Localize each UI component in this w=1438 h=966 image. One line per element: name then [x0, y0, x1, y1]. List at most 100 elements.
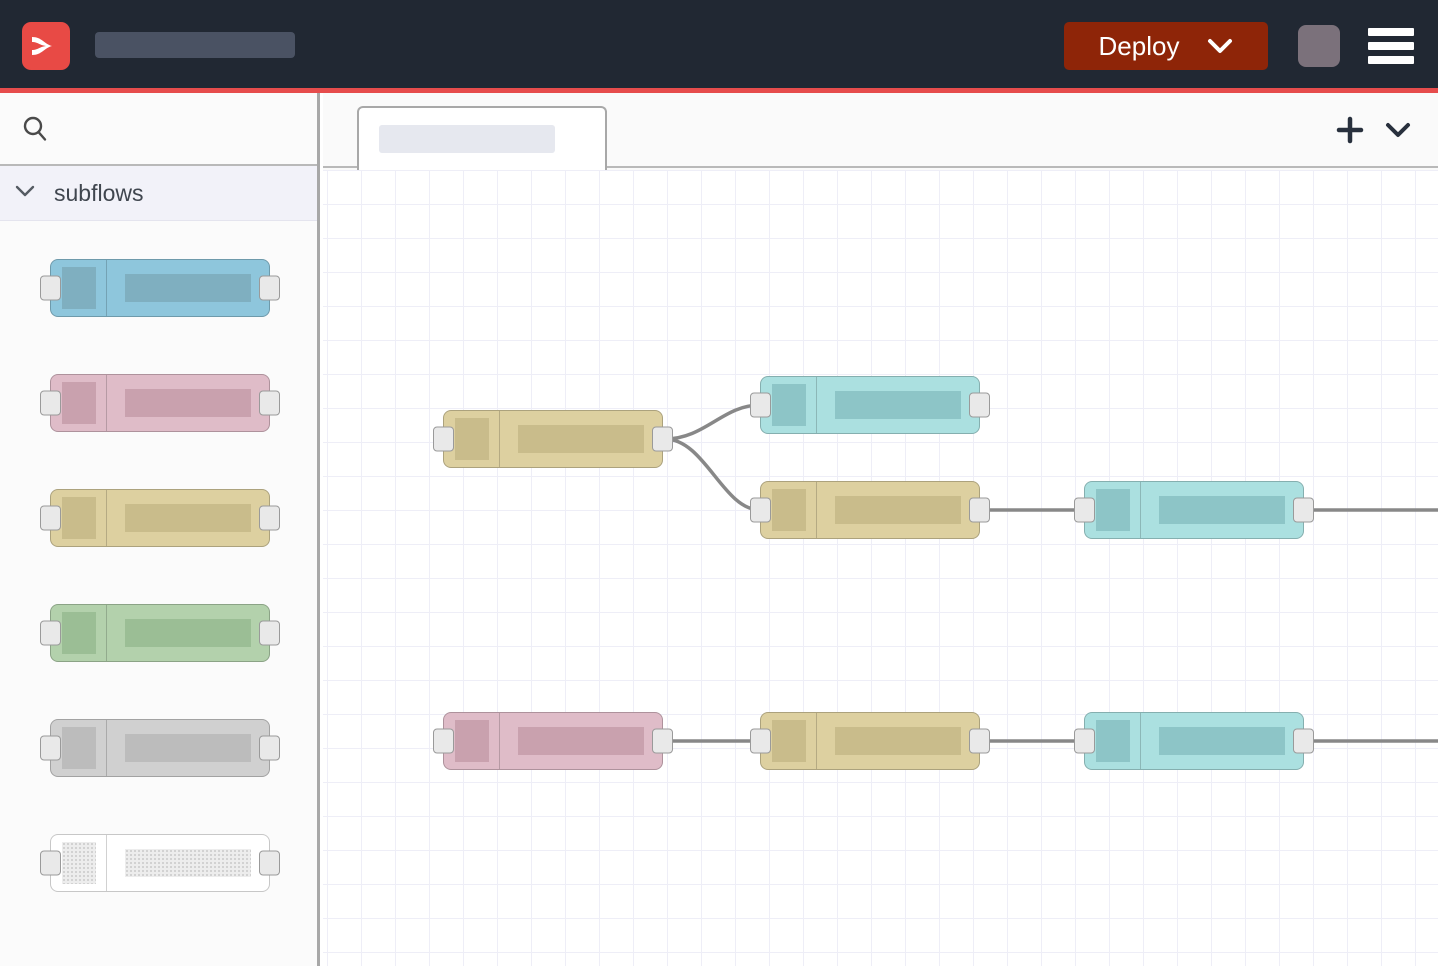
- node-icon-placeholder: [61, 842, 96, 884]
- node-input-port[interactable]: [40, 275, 61, 301]
- node-icon-zone: [761, 377, 817, 433]
- node-output-port[interactable]: [259, 620, 280, 646]
- node-icon-placeholder: [1095, 489, 1130, 531]
- palette-node-item[interactable]: [0, 584, 317, 699]
- deploy-button-label: Deploy: [1098, 30, 1180, 61]
- node-icon-placeholder: [454, 418, 489, 460]
- node-output-port[interactable]: [259, 275, 280, 301]
- chevron-down-icon: [1207, 38, 1233, 54]
- flow-node-a1[interactable]: [433, 410, 673, 468]
- node-label: [125, 504, 251, 532]
- node-output-port[interactable]: [1293, 728, 1314, 754]
- node-output-port[interactable]: [259, 505, 280, 531]
- palette-node-5[interactable]: [40, 719, 280, 777]
- node-output-port[interactable]: [259, 735, 280, 761]
- node-label: [835, 391, 961, 419]
- node-input-port[interactable]: [750, 728, 771, 754]
- node-icon-zone: [51, 605, 107, 661]
- node-label-zone: [500, 713, 662, 769]
- flow-canvas-area: [323, 93, 1438, 966]
- palette-node-item[interactable]: [0, 354, 317, 469]
- node-output-port[interactable]: [259, 390, 280, 416]
- node-icon-placeholder: [1095, 720, 1130, 762]
- node-label: [125, 274, 251, 302]
- palette-node-6[interactable]: [40, 834, 280, 892]
- node-input-port[interactable]: [433, 728, 454, 754]
- node-icon-placeholder: [61, 612, 96, 654]
- node-icon-placeholder: [771, 720, 806, 762]
- node-output-port[interactable]: [969, 392, 990, 418]
- node-label: [1159, 727, 1285, 755]
- palette-node-3[interactable]: [40, 489, 280, 547]
- node-input-port[interactable]: [40, 620, 61, 646]
- node-red-logo-icon[interactable]: [22, 22, 70, 70]
- node-input-port[interactable]: [750, 497, 771, 523]
- flow-wire[interactable]: [663, 403, 762, 441]
- chevron-down-icon: [14, 184, 36, 203]
- flow-node-b3[interactable]: [1074, 481, 1314, 539]
- node-label-zone: [1141, 482, 1303, 538]
- palette-node-1[interactable]: [40, 259, 280, 317]
- node-label: [125, 734, 251, 762]
- node-input-port[interactable]: [40, 390, 61, 416]
- flow-node-c3[interactable]: [1074, 712, 1314, 770]
- hamburger-menu-icon[interactable]: [1368, 28, 1414, 64]
- node-output-port[interactable]: [652, 728, 673, 754]
- node-input-port[interactable]: [40, 735, 61, 761]
- flow-node-c2[interactable]: [750, 712, 990, 770]
- node-input-port[interactable]: [1074, 497, 1095, 523]
- node-label-zone: [107, 490, 269, 546]
- palette-node-item[interactable]: [0, 814, 317, 929]
- node-icon-placeholder: [61, 267, 96, 309]
- node-label-zone: [500, 411, 662, 467]
- node-label-zone: [1141, 713, 1303, 769]
- palette-category-subflows[interactable]: subflows: [0, 166, 317, 221]
- flow-node-b2[interactable]: [750, 481, 990, 539]
- node-icon-placeholder: [454, 720, 489, 762]
- palette-search-row[interactable]: [0, 93, 317, 166]
- palette-category-label: subflows: [54, 179, 144, 206]
- node-output-port[interactable]: [259, 850, 280, 876]
- node-input-port[interactable]: [40, 850, 61, 876]
- flow-tab-active[interactable]: [357, 106, 607, 170]
- search-icon[interactable]: [20, 114, 50, 144]
- palette-node-list: [0, 221, 317, 929]
- flow-grid-canvas[interactable]: [323, 170, 1438, 966]
- node-icon-zone: [444, 411, 500, 467]
- node-label-zone: [107, 375, 269, 431]
- palette-node-2[interactable]: [40, 374, 280, 432]
- node-label: [518, 727, 644, 755]
- node-icon-placeholder: [771, 489, 806, 531]
- node-input-port[interactable]: [1074, 728, 1095, 754]
- node-label-zone: [107, 605, 269, 661]
- node-label-zone: [817, 377, 979, 433]
- node-icon-zone: [51, 490, 107, 546]
- node-input-port[interactable]: [750, 392, 771, 418]
- flow-node-b1[interactable]: [750, 376, 990, 434]
- palette-node-item[interactable]: [0, 239, 317, 354]
- flow-node-c1[interactable]: [433, 712, 673, 770]
- palette-node-item[interactable]: [0, 469, 317, 584]
- node-output-port[interactable]: [969, 728, 990, 754]
- chevron-down-icon[interactable]: [1378, 110, 1418, 150]
- node-label: [125, 849, 251, 877]
- plus-icon[interactable]: [1330, 110, 1370, 150]
- node-input-port[interactable]: [40, 505, 61, 531]
- avatar[interactable]: [1298, 25, 1340, 67]
- flow-wire[interactable]: [663, 437, 762, 512]
- node-input-port[interactable]: [433, 426, 454, 452]
- node-output-port[interactable]: [652, 426, 673, 452]
- node-icon-zone: [761, 482, 817, 538]
- palette-sidebar: subflows: [0, 93, 320, 966]
- deploy-button[interactable]: Deploy: [1064, 22, 1268, 70]
- node-icon-placeholder: [61, 497, 96, 539]
- node-icon-zone: [51, 835, 107, 891]
- node-label: [125, 619, 251, 647]
- app-header: Deploy: [0, 0, 1438, 88]
- node-output-port[interactable]: [1293, 497, 1314, 523]
- node-icon-zone: [444, 713, 500, 769]
- palette-node-item[interactable]: [0, 699, 317, 814]
- palette-node-4[interactable]: [40, 604, 280, 662]
- node-output-port[interactable]: [969, 497, 990, 523]
- node-icon-zone: [761, 713, 817, 769]
